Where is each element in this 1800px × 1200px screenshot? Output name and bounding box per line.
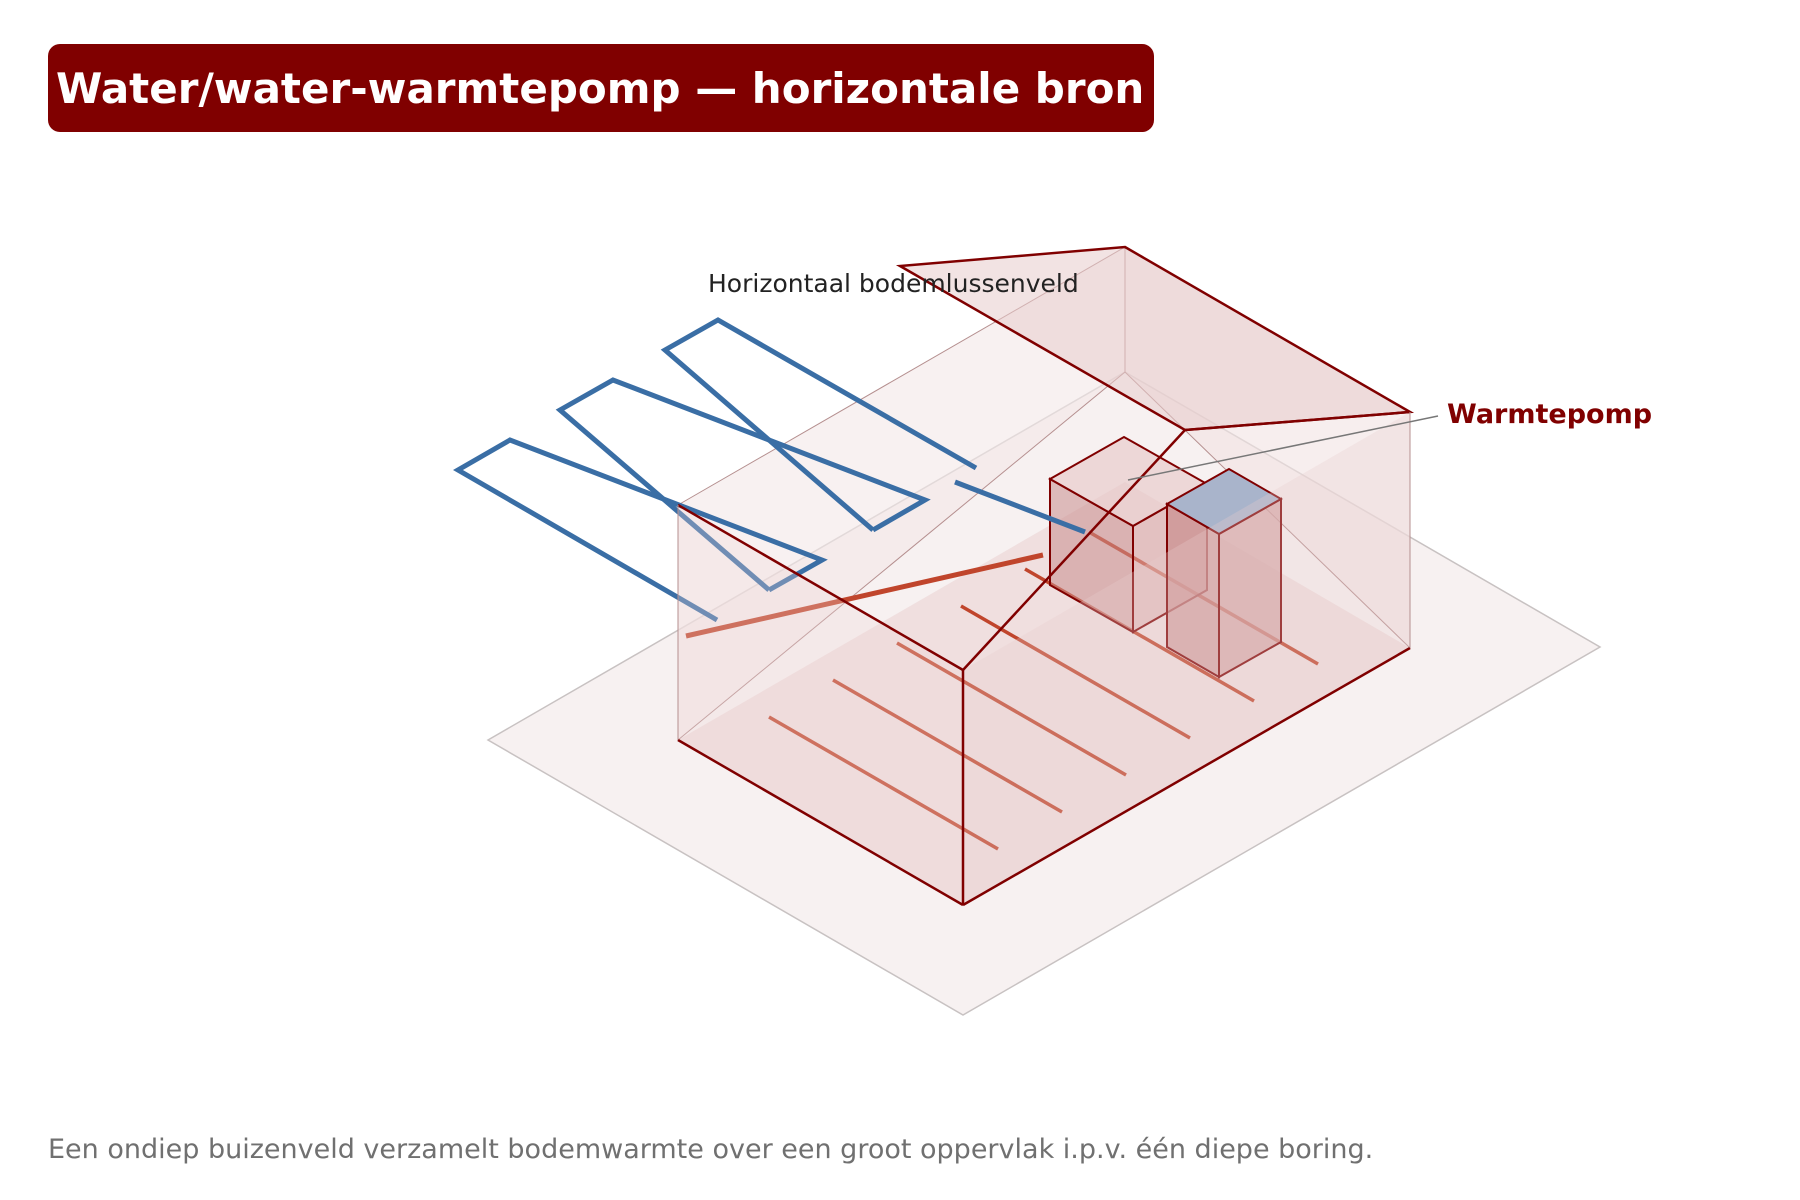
loop-feed-pipe [954,479,1086,535]
heating-pipe [768,715,999,851]
ground-loop [555,377,931,592]
heating-pipe [896,641,1127,777]
heating-feed-pipe [685,552,1044,639]
house-front-wall-left [678,505,963,905]
caption: Een ondiep buizenveld verzamelt bodemwar… [48,1134,1374,1165]
ground-loop-field [453,317,1086,623]
ground-loop [660,317,978,532]
pump-label: Warmtepomp [1447,399,1652,430]
loop-field-label: Horizontaal bodemlussenveld [708,269,1079,298]
pump-leader-line [1127,415,1439,481]
ground-loop [453,437,828,623]
heating-pipe [832,678,1063,814]
house-thin-edges [677,412,1411,740]
house-front-wall-right [963,412,1410,905]
heat-pump-unit-right [1164,467,1284,679]
heating-pipe [960,604,1191,740]
house-outline [677,410,1411,907]
title-banner: Water/water-warmtepomp — horizontale bro… [48,44,1154,132]
page-title: Water/water-warmtepomp — horizontale bro… [56,63,1145,113]
